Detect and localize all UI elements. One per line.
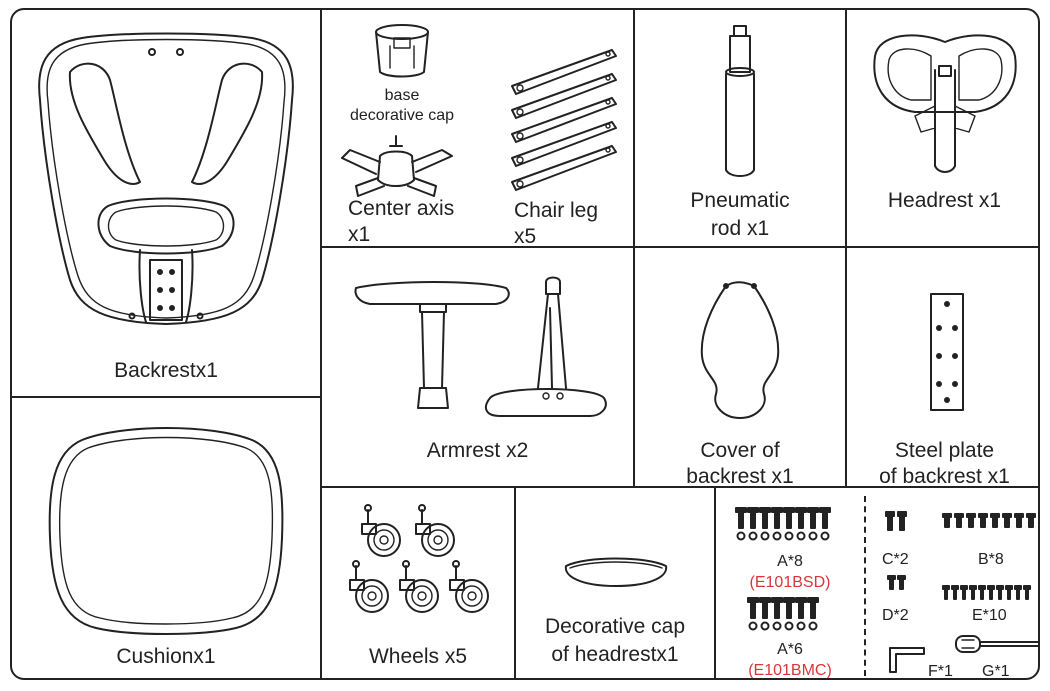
pneumatic-rod-cell: Pneumatic rod x1 [635, 10, 845, 246]
armrest-cell: Armrest x2 [322, 248, 633, 486]
screw-a6-icon [747, 597, 819, 631]
cushion-label: Cushionx1 [116, 645, 216, 668]
wheels-label: Wheels x5 [368, 645, 468, 668]
parts-list-sheet: Backrestx1 Cushionx1 base decorative cap… [10, 8, 1040, 680]
base-cap-label-2: decorative cap [349, 107, 455, 124]
screw-a8-icon [735, 507, 831, 541]
armrest-drawing [354, 276, 607, 417]
center-axis-label-1: Center axis [348, 197, 455, 220]
screw-a8-label: A*8 [777, 553, 803, 570]
divider [320, 486, 1038, 488]
pneumatic-label-1: Pneumatic [690, 189, 790, 212]
divider [633, 10, 635, 488]
base-parts-cell: base decorative cap Center axis x1 Chair… [322, 10, 633, 248]
headrest-label: Headrest x1 [887, 189, 1002, 212]
backrest-label: Backrestx1 [114, 359, 218, 382]
backrest-drawing [38, 32, 294, 325]
chair-leg-label-2: x5 [514, 225, 537, 248]
screw-b8-icon [942, 513, 1036, 528]
screws-a-cell: A*8 (E101BSD) A*6 (E101BMC) [716, 488, 864, 679]
cover-label-2: backrest x1 [686, 465, 794, 488]
screw-d2-label: D*2 [882, 607, 909, 624]
headrest-drawing [873, 34, 1017, 173]
hex-key-label: F*1 [928, 663, 953, 680]
screw-e10-icon [942, 585, 1031, 600]
screws-bg-cell: C*2 B*8 D*2 E*10 [868, 488, 1038, 680]
pneumatic-label-2: rod x1 [710, 217, 770, 240]
hex-key-icon [889, 647, 925, 673]
headrest-cap-cell: Decorative cap of headrestx1 [516, 488, 714, 678]
screw-b8-label: B*8 [978, 551, 1004, 568]
screw-d2-icon [887, 575, 906, 590]
cushion-cell: Cushionx1 [12, 398, 320, 678]
divider [845, 10, 847, 488]
divider [320, 10, 322, 678]
headrest-cell: Headrest x1 [847, 10, 1038, 246]
screwdriver-icon [955, 635, 1038, 653]
headrest-cap-drawing [564, 557, 668, 587]
screwdriver-label: G*1 [982, 663, 1010, 680]
screw-a8-code: (E101BSD) [749, 574, 831, 591]
screw-a6-label: A*6 [777, 641, 803, 658]
base-cap-drawing [375, 24, 429, 78]
base-cap-label-1: base [384, 87, 420, 104]
divider [864, 496, 866, 676]
steel-plate-label-1: Steel plate [894, 439, 995, 462]
headrest-cap-label-1: Decorative cap [544, 615, 686, 638]
armrest-label: Armrest x2 [426, 439, 529, 462]
headrest-cap-label-2: of headrestx1 [551, 643, 679, 666]
chair-leg-label-1: Chair leg [514, 199, 599, 222]
steel-plate-cell: Steel plate of backrest x1 [847, 248, 1038, 488]
steel-plate-drawing [930, 293, 964, 411]
pneumatic-rod-drawing [725, 25, 755, 177]
cover-label-1: Cover of [700, 439, 780, 462]
wheels-cell: Wheels x5 [322, 488, 514, 678]
divider [320, 246, 1038, 248]
screw-a6-code: (E101BMC) [748, 662, 832, 679]
backrest-cover-drawing [700, 281, 780, 419]
screw-c2-label: C*2 [882, 551, 909, 568]
backrest-cover-cell: Cover of backrest x1 [635, 248, 845, 488]
steel-plate-label-2: of backrest x1 [879, 465, 1010, 488]
divider [12, 396, 322, 398]
divider [514, 486, 516, 678]
center-axis-label-2: x1 [348, 223, 371, 246]
wheels-drawing [349, 504, 489, 613]
screw-c2-icon [885, 511, 907, 531]
backrest-cell: Backrestx1 [12, 10, 320, 396]
chair-leg-drawing [511, 49, 617, 191]
center-axis-drawing [341, 135, 453, 197]
screw-e10-label: E*10 [972, 607, 1007, 624]
cushion-drawing [48, 427, 284, 635]
divider [714, 486, 716, 678]
